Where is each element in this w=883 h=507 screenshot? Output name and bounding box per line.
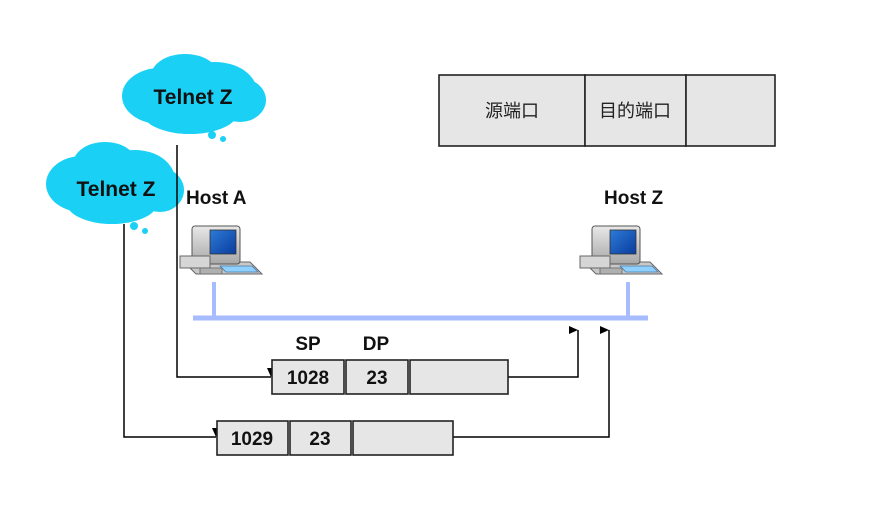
wire-seg2-to-bus <box>453 326 610 438</box>
dest-port-label: 目的端口 <box>599 101 671 122</box>
segment-2-sp-cell <box>216 420 289 456</box>
segment-1-sp: 1028 <box>287 368 329 389</box>
telnet-cloud-2: Telnet Z <box>46 142 184 234</box>
cloud-icon <box>122 54 266 142</box>
header-format-box: 源端口 目的端口 <box>438 74 776 147</box>
segment-2: 1029 23 <box>216 420 454 456</box>
empty-cell <box>685 74 776 147</box>
cloud-2-label: Telnet Z <box>77 178 156 201</box>
segment-2-sp: 1029 <box>231 429 273 450</box>
cloud-icon <box>46 142 184 234</box>
segment-1-dp-cell <box>345 359 409 395</box>
cloud-1-label: Telnet Z <box>154 86 233 109</box>
dest-port-cell <box>584 74 687 147</box>
wire-cloud2-to-seg2 <box>123 224 220 438</box>
segment-1: 1028 23 <box>271 359 509 395</box>
source-port-cell <box>438 74 586 147</box>
source-port-label: 源端口 <box>485 101 539 122</box>
wire-cloud1-to-seg1 <box>176 145 275 378</box>
segment-2-dp-cell <box>289 420 352 456</box>
sp-column-label: SP <box>295 334 321 355</box>
host-a-label: Host A <box>186 188 247 209</box>
segment-1-dp: 23 <box>366 368 387 389</box>
segment-2-data-cell <box>352 420 454 456</box>
dp-column-label: DP <box>363 334 390 355</box>
connection-wires <box>123 145 610 438</box>
segment-1-data-cell <box>409 359 509 395</box>
segment-1-sp-cell <box>271 359 345 395</box>
segment-2-dp: 23 <box>309 429 330 450</box>
telnet-cloud-1: Telnet Z <box>122 54 266 142</box>
computer-icon-host-z <box>579 225 664 275</box>
computer-icon-host-a <box>179 225 264 275</box>
network-bus <box>193 282 648 321</box>
host-z-label: Host Z <box>604 188 664 209</box>
wire-seg1-to-bus <box>508 326 579 378</box>
